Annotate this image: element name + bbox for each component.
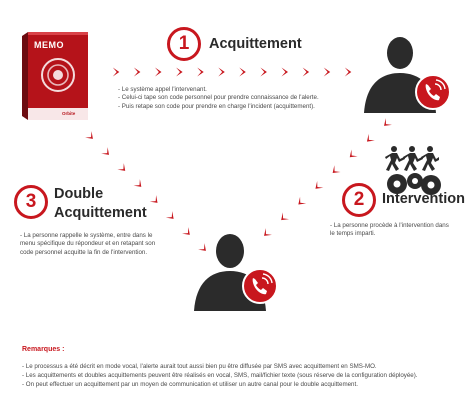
runners-icon bbox=[385, 145, 439, 178]
product-footer: Orbite bbox=[62, 111, 76, 116]
step-3-description: - La personne rappelle le système, entre… bbox=[20, 232, 155, 257]
remark-line: - Les acquittements et doubles acquittem… bbox=[22, 372, 418, 379]
arrow-chevron-icon bbox=[149, 195, 161, 207]
memo-product-box: MEMO ORBITE Orbite bbox=[17, 30, 102, 122]
step-2-title: Intervention bbox=[382, 191, 465, 207]
product-side-label: ORBITE bbox=[16, 71, 22, 86]
arrow-chevron-icon bbox=[295, 196, 307, 208]
arrow-chevron-icon bbox=[281, 67, 288, 77]
step-3-line: code personnel acquitte la fin de l'inte… bbox=[20, 248, 148, 256]
arrow-chevron-icon bbox=[323, 67, 331, 77]
arrow-chevron-icon bbox=[380, 118, 392, 130]
arrow-chevron-icon bbox=[302, 67, 310, 77]
step-1-title: Acquittement bbox=[209, 36, 302, 52]
arrow-chevron-icon bbox=[363, 133, 375, 145]
phone-icon bbox=[242, 268, 278, 309]
step-2-description: - La personne procède à l'intervention d… bbox=[330, 222, 449, 239]
arrow-chevron-icon bbox=[346, 149, 358, 161]
product-name: MEMO bbox=[34, 40, 64, 50]
arrow-chevron-icon bbox=[165, 211, 177, 223]
arrow-chevron-icon bbox=[218, 67, 225, 77]
step-1-number: 1 bbox=[167, 27, 201, 61]
phone-icon bbox=[415, 74, 451, 115]
step-1-description: - Le système appel l'intervenant. - Celu… bbox=[118, 86, 319, 111]
arrow-chevron-icon bbox=[85, 131, 97, 143]
step-3-line: - La personne rappelle le système, entre… bbox=[20, 232, 153, 239]
step-3-title-line2: Acquittement bbox=[54, 205, 147, 221]
step-3-title-line1: Double bbox=[54, 186, 104, 202]
remark-line: - Le processus a été décrit en mode voca… bbox=[22, 363, 377, 370]
remark-line: - On peut effectuer un acquittement par … bbox=[22, 381, 358, 388]
arrow-chevron-icon bbox=[112, 67, 120, 77]
arrow-chevron-icon bbox=[329, 165, 341, 177]
step-3-number: 3 bbox=[14, 185, 48, 219]
arrow-chevron-icon bbox=[260, 67, 267, 77]
arrow-chevron-icon bbox=[117, 163, 129, 175]
arrow-chevron-icon bbox=[197, 67, 204, 77]
arrow-chevron-icon bbox=[133, 179, 145, 191]
arrow-chevron-icon bbox=[155, 67, 162, 77]
step-2-line: - La personne procède à l'intervention d… bbox=[330, 222, 449, 229]
arrow-chevron-icon bbox=[278, 212, 290, 224]
arrow-chevron-icon bbox=[344, 67, 352, 77]
step-3-line: menu spécifique du répondeur et en retap… bbox=[20, 240, 156, 248]
gears-icon bbox=[386, 171, 442, 202]
step-1-line: - Le système appel l'intervenant. bbox=[118, 86, 207, 93]
step-1-line: - Puis retape son code pour prendre en c… bbox=[118, 102, 315, 110]
step-2-line: le temps imparti. bbox=[330, 230, 376, 238]
step-1-line: - Celui-ci tape son code personnel pour … bbox=[118, 94, 319, 102]
step-2-number: 2 bbox=[342, 183, 376, 217]
remarks-title: Remarques : bbox=[22, 346, 65, 353]
arrow-chevron-icon bbox=[239, 67, 246, 77]
arrow-chevron-icon bbox=[133, 67, 141, 77]
arrow-chevron-icon bbox=[176, 67, 183, 77]
remarks-list: - Le processus a été décrit en mode voca… bbox=[22, 362, 418, 389]
arrow-chevron-icon bbox=[101, 147, 113, 159]
arrow-chevron-icon bbox=[312, 181, 324, 193]
